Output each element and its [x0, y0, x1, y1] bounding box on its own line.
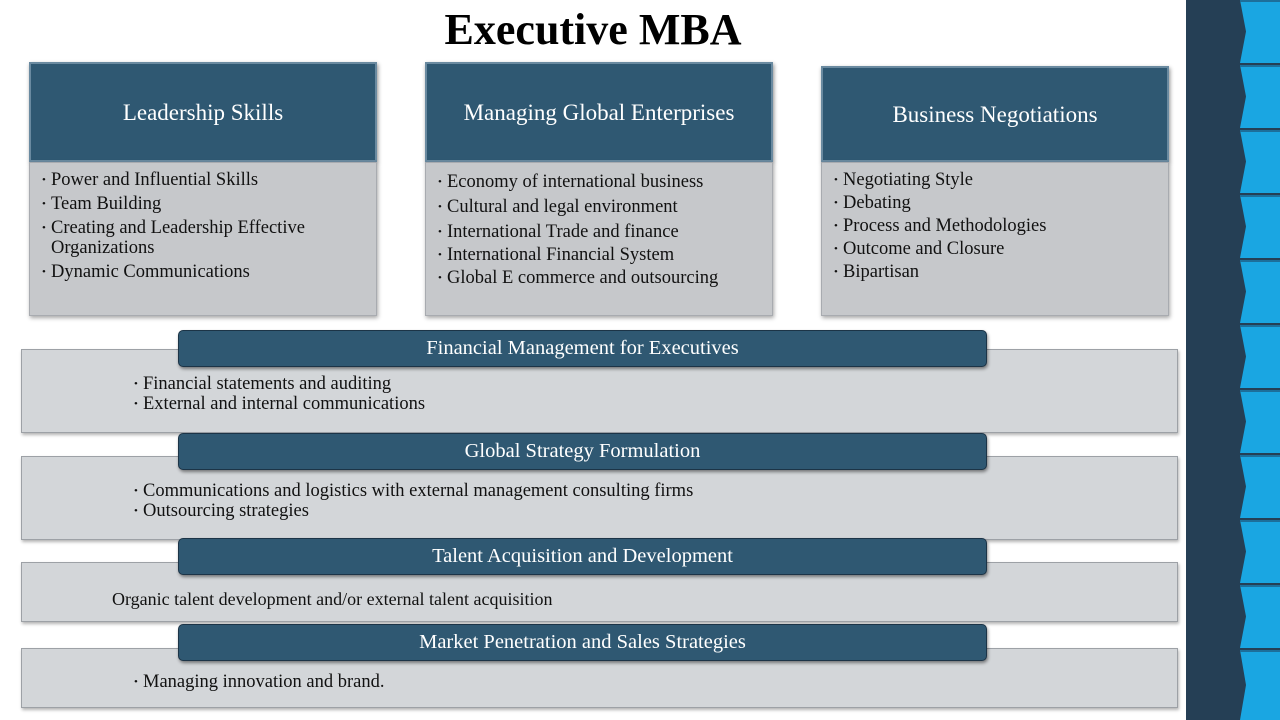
list-item: Creating and Leadership Effective Organi… [42, 218, 366, 258]
chevron-shape [1240, 195, 1280, 258]
chevron-shape [1240, 650, 1280, 720]
list-item: Cultural and legal environment [438, 197, 762, 217]
list-item: Financial statements and auditing [134, 374, 425, 394]
bullet-list: Financial statements and auditing Extern… [134, 374, 425, 414]
bullet-list: Negotiating Style Debating Process and M… [834, 170, 1158, 282]
list-item: International Trade and finance [438, 222, 762, 242]
list-item: Communications and logistics with extern… [134, 481, 693, 501]
list-item: Process and Methodologies [834, 216, 1158, 236]
section-heading-market-penetration: Market Penetration and Sales Strategies [178, 624, 987, 661]
chevron-shape [1240, 65, 1280, 128]
section-global-strategy: Communications and logistics with extern… [21, 456, 1178, 540]
bullet-list: Power and Influential Skills Team Buildi… [42, 170, 366, 282]
list-item: Debating [834, 193, 1158, 213]
list-item: Negotiating Style [834, 170, 1158, 190]
section-heading-financial-management: Financial Management for Executives [178, 330, 987, 367]
list-item: Outcome and Closure [834, 239, 1158, 259]
bullet-list: Economy of international business Cultur… [438, 172, 762, 288]
list-item: Power and Influential Skills [42, 170, 366, 190]
chevron-shape [1240, 130, 1280, 193]
chevron-shape [1240, 325, 1280, 388]
section-text: Organic talent development and/or extern… [112, 589, 553, 609]
card-leadership-skills: Leadership Skills Power and Influential … [29, 62, 377, 316]
list-item: Economy of international business [438, 172, 762, 192]
card-heading: Business Negotiations [821, 66, 1169, 162]
list-item: External and internal communications [134, 394, 425, 414]
card-body: Economy of international business Cultur… [425, 162, 773, 316]
list-item: Global E commerce and outsourcing [438, 268, 762, 288]
chevron-shape [1240, 0, 1280, 63]
chevron-shape [1240, 455, 1280, 518]
list-item: Outsourcing strategies [134, 501, 693, 521]
list-item: International Financial System [438, 245, 762, 265]
slide-title: Executive MBA [444, 5, 742, 54]
chevron-shape [1240, 520, 1280, 583]
chevron-shape [1240, 390, 1280, 453]
bullet-list: Communications and logistics with extern… [134, 481, 693, 521]
chevron-shape [1240, 260, 1280, 323]
chevron-shape [1240, 585, 1280, 648]
list-item: Dynamic Communications [42, 262, 366, 282]
section-heading-talent-acquisition: Talent Acquisition and Development [178, 538, 987, 575]
list-item: Bipartisan [834, 262, 1158, 282]
list-item: Team Building [42, 194, 366, 214]
card-heading: Managing Global Enterprises [425, 62, 773, 162]
card-body: Negotiating Style Debating Process and M… [821, 162, 1169, 316]
card-body: Power and Influential Skills Team Buildi… [29, 162, 377, 316]
list-item: Managing innovation and brand. [134, 672, 384, 692]
section-heading-global-strategy: Global Strategy Formulation [178, 433, 987, 470]
bullet-list: Managing innovation and brand. [134, 672, 384, 692]
card-business-negotiations: Business Negotiations Negotiating Style … [821, 66, 1169, 316]
decorative-side-strip [1186, 0, 1280, 720]
card-heading: Leadership Skills [29, 62, 377, 162]
card-managing-global-enterprises: Managing Global Enterprises Economy of i… [425, 62, 773, 316]
